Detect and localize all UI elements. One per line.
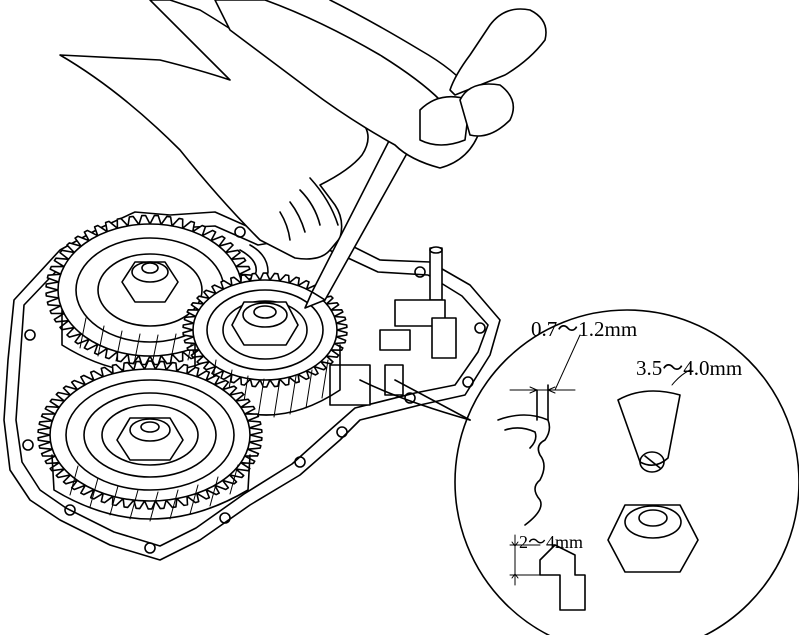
gear-bottom-left	[37, 360, 263, 522]
shift-mechanism	[239, 244, 471, 421]
inset-staked-collar	[509, 534, 586, 611]
inset-punch	[617, 390, 681, 473]
punch-tip-leader	[671, 369, 691, 386]
hand-holding-punch	[59, 0, 369, 260]
ring-gap-label: 0.7～1.2mm	[531, 317, 637, 341]
ring-gap-leader	[554, 334, 581, 391]
hex-nut-top-left	[121, 261, 179, 303]
hammer	[419, 8, 547, 146]
hex-nut-bottom-left	[116, 417, 184, 461]
detail-inset	[394, 309, 799, 635]
hex-nut-center	[231, 301, 299, 346]
punch-tip-label: 3.5～4.0mm	[636, 356, 742, 380]
inset-hex-nut	[607, 504, 699, 573]
inset-ring-section	[497, 384, 551, 526]
stake-depth-label: 2～4mm	[519, 532, 583, 552]
gear-center	[182, 272, 348, 418]
